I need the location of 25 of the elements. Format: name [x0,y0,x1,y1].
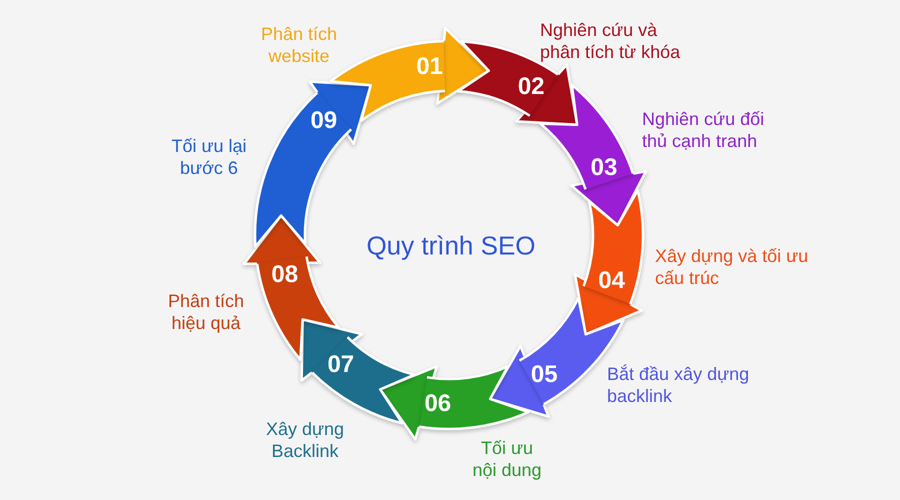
step-label: Tối ưu nội dung [471,437,543,481]
step-number: 09 [310,108,338,134]
arrow [308,80,372,146]
step-label: Bắt đầu xây dựng backlink [607,363,750,407]
ring-segment [582,189,644,305]
step-number: 06 [424,390,452,417]
step-number: 05 [530,362,558,388]
step-number: 01 [416,54,443,80]
ring-segment [418,365,530,430]
step-label: Nghiên cứu và phân tích từ khóa [540,19,682,63]
step-label: Xây dựng Backlink [264,418,346,462]
step-number: 03 [590,154,618,181]
diagram-title: Quy trình SEO [366,230,536,262]
arrow [514,63,578,126]
step-number: 07 [327,352,354,378]
step-label: Phân tích website [260,23,338,67]
step-number: 02 [518,74,545,100]
arrow [300,318,364,382]
step-label: Xây dựng và tối ưu cấu trúc [655,245,810,289]
step-label: Nghiên cứu đối thủ cạnh tranh [642,108,766,152]
step-number: 08 [271,262,298,288]
ring-segment [254,91,353,248]
step-label: Tối ưu lại bước 6 [170,135,248,179]
step-number: 04 [598,268,625,294]
step-label: Phân tích hiệu quả [166,290,246,334]
